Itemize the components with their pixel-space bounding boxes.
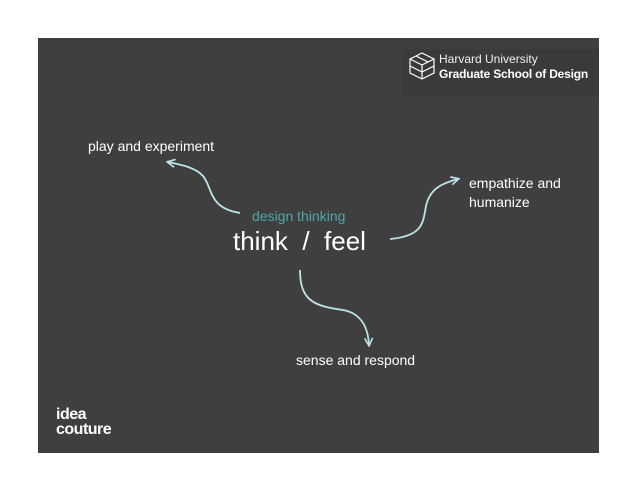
node-empathize-line2: humanize bbox=[469, 194, 530, 210]
brand-line2: couture bbox=[56, 421, 112, 438]
gsd-cube-icon bbox=[409, 52, 435, 80]
node-sense-and-respond: sense and respond bbox=[296, 352, 416, 368]
arrow-to-empathize bbox=[389, 179, 458, 240]
logo-university: Harvard University bbox=[439, 52, 538, 66]
arrow-to-play bbox=[168, 162, 241, 214]
arrows-layer bbox=[38, 38, 599, 453]
arrow-to-sense bbox=[299, 269, 369, 345]
gsd-logo: Harvard University Graduate School of De… bbox=[403, 49, 599, 97]
slide: Harvard University Graduate School of De… bbox=[38, 38, 599, 453]
center-title: think / feel bbox=[233, 226, 366, 256]
logo-school: Graduate School of Design bbox=[439, 67, 589, 81]
idea-couture-logo: idea couture bbox=[56, 406, 112, 438]
brand-line1: idea bbox=[56, 406, 87, 423]
center-label: design thinking bbox=[252, 208, 346, 224]
node-play-and-experiment: play and experiment bbox=[88, 138, 215, 154]
node-empathize-line1: empathize and bbox=[469, 175, 561, 191]
